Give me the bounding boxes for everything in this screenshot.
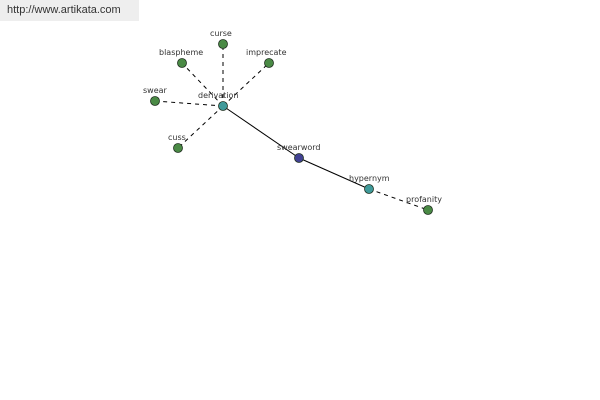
node-cuss[interactable] bbox=[173, 143, 183, 153]
graph-labels: swearword derivation hypernym curse blasphem… bbox=[143, 29, 442, 204]
label-curse: curse bbox=[210, 29, 232, 38]
node-swearword[interactable] bbox=[294, 153, 304, 163]
edge-derivation-blaspheme bbox=[181, 62, 224, 107]
label-imprecate: imprecate bbox=[246, 48, 287, 57]
node-hypernym[interactable] bbox=[364, 184, 374, 194]
node-imprecate[interactable] bbox=[264, 58, 274, 68]
node-derivation[interactable] bbox=[218, 101, 228, 111]
edge-derivation-imprecate bbox=[222, 62, 270, 107]
edge-hypernym-profanity bbox=[368, 188, 429, 211]
graph-edges bbox=[154, 44, 429, 211]
label-profanity: profanity bbox=[406, 195, 442, 204]
label-swear: swear bbox=[143, 86, 168, 95]
edge-swearword-hypernym bbox=[298, 157, 370, 190]
node-blaspheme[interactable] bbox=[177, 58, 187, 68]
label-swearword: swearword bbox=[277, 143, 321, 152]
node-curse[interactable] bbox=[218, 39, 228, 49]
graph-nodes bbox=[150, 39, 433, 215]
label-cuss: cuss bbox=[168, 133, 186, 142]
source-link[interactable]: http://www.artikata.com bbox=[7, 4, 121, 16]
edge-swearword-derivation bbox=[222, 105, 300, 159]
node-profanity[interactable] bbox=[423, 205, 433, 215]
edge-derivation-swear bbox=[154, 100, 224, 107]
source-banner: http://www.artikata.com bbox=[0, 0, 139, 21]
label-derivation: derivation bbox=[198, 91, 238, 100]
label-blaspheme: blaspheme bbox=[159, 48, 203, 57]
node-swear[interactable] bbox=[150, 96, 160, 106]
edge-derivation-cuss bbox=[177, 105, 224, 149]
label-hypernym: hypernym bbox=[349, 174, 390, 183]
